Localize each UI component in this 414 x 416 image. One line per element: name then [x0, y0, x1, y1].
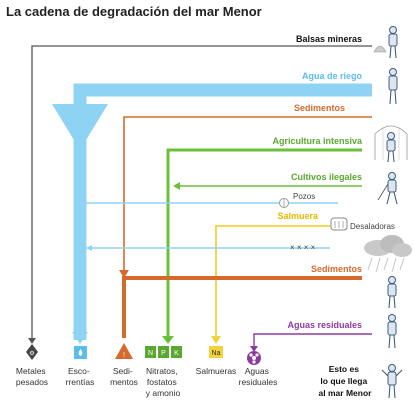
label-sedimentos-1: Sedimentos	[294, 103, 345, 113]
badge-na-icon: Na	[209, 346, 223, 358]
label-agricultura-intensiva: Agricultura intensiva	[272, 136, 363, 146]
svg-text:!: !	[123, 352, 125, 359]
badge-npk-icon: N P K	[145, 346, 182, 358]
diagram-title: La cadena de degradación del mar Menor	[6, 4, 262, 19]
flow-aguas-residuales	[250, 333, 372, 352]
desaladoras-symbol	[330, 217, 348, 231]
flow-balsas-mineras	[28, 45, 372, 344]
output-metales: Metales pesados	[16, 366, 48, 387]
rain-cloud-icon	[364, 235, 412, 273]
svg-text:N: N	[148, 350, 153, 357]
flow-salmuera	[211, 225, 330, 344]
label-desaladoras: Desaladoras	[350, 222, 395, 231]
greenhouse-figure-icon	[374, 125, 408, 163]
output-aguas-residuales: Aguas residuales	[239, 366, 278, 387]
label-aguas-residuales: Aguas residuales	[287, 320, 362, 330]
badge-escorrentias-icon	[74, 346, 87, 359]
label-cultivos-ilegales: Cultivos ilegales	[291, 172, 362, 182]
badge-metales-icon: ⚙	[26, 344, 38, 360]
miner-figure-icon	[373, 26, 398, 59]
person-final-icon	[381, 364, 403, 399]
svg-text:Na: Na	[212, 350, 221, 357]
worker-with-tool-icon	[377, 172, 398, 205]
person-wastewater-icon	[387, 314, 397, 349]
output-nitratos: Nitratos, fostatos y amonio	[146, 366, 181, 398]
label-salmuera: Salmuera	[277, 211, 319, 221]
farmer-figure-icon	[388, 68, 398, 105]
label-pozos: Pozos	[293, 192, 315, 201]
output-salmueras: Salmueras	[196, 366, 237, 376]
badge-sedimentos-icon: !	[115, 343, 133, 359]
flow-desaladoras-water: × × × ×	[86, 243, 330, 252]
svg-text:⚙: ⚙	[29, 350, 34, 357]
flow-sedimentos-1	[119, 116, 372, 278]
svg-text:× × × ×: × × × ×	[290, 243, 316, 252]
output-escorrentias: Esco- rrentías	[66, 366, 95, 387]
flow-cultivos-ilegales	[173, 182, 362, 190]
label-sedimentos-2: Sedimentos	[311, 264, 362, 274]
svg-text:P: P	[161, 350, 166, 357]
output-final-text: Esto es lo que llega al mar Menor	[319, 364, 373, 398]
label-balsas-mineras: Balsas mineras	[296, 34, 362, 44]
flow-pozos	[78, 198, 338, 208]
flow-sedimentos-2	[122, 276, 362, 338]
flow-agua-de-riego	[52, 83, 372, 344]
svg-text:K: K	[174, 350, 179, 357]
person-in-rain-icon	[387, 276, 397, 309]
flow-agricultura-intensiva	[162, 148, 362, 344]
output-sedimentos: Sedi- mentos	[110, 366, 138, 387]
label-agua-de-riego: Agua de riego	[302, 71, 363, 81]
badge-biohazard-icon	[247, 351, 261, 365]
